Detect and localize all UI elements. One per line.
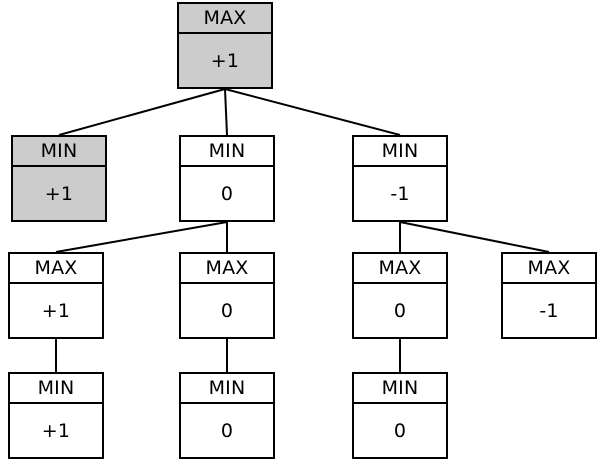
- node-player-label: MIN: [354, 374, 446, 404]
- tree-edge: [224, 88, 401, 136]
- tree-node-n4[interactable]: MAX +1: [8, 252, 104, 339]
- node-player-label: MAX: [181, 254, 273, 284]
- tree-node-n3[interactable]: MIN -1: [352, 135, 448, 222]
- tree-edge: [55, 221, 228, 253]
- node-value-label: +1: [41, 419, 71, 442]
- tree-edge: [399, 221, 550, 253]
- tree-node-n8[interactable]: MIN +1: [8, 372, 104, 459]
- node-value-label: 0: [393, 419, 407, 442]
- node-value-label: 0: [220, 182, 234, 205]
- node-player-label: MIN: [354, 137, 446, 167]
- tree-edge: [224, 88, 228, 136]
- tree-node-n1[interactable]: MIN +1: [11, 135, 107, 222]
- node-value-label: -1: [390, 182, 410, 205]
- node-player-label: MAX: [354, 254, 446, 284]
- node-player-label: MIN: [13, 137, 105, 167]
- node-value-label: 0: [220, 299, 234, 322]
- node-value-label: 0: [220, 419, 234, 442]
- tree-node-n9[interactable]: MIN 0: [179, 372, 275, 459]
- tree-edge: [58, 88, 226, 136]
- node-value-label: +1: [44, 182, 74, 205]
- node-player-label: MIN: [181, 137, 273, 167]
- node-value-label: 0: [393, 299, 407, 322]
- tree-node-n10[interactable]: MIN 0: [352, 372, 448, 459]
- node-player-label: MAX: [503, 254, 595, 284]
- node-value-label: +1: [210, 49, 240, 72]
- node-value-label: -1: [539, 299, 559, 322]
- tree-node-n2[interactable]: MIN 0: [179, 135, 275, 222]
- node-value-label: +1: [41, 299, 71, 322]
- tree-node-n0[interactable]: MAX +1: [177, 2, 273, 89]
- tree-node-n5[interactable]: MAX 0: [179, 252, 275, 339]
- node-player-label: MIN: [10, 374, 102, 404]
- tree-node-n7[interactable]: MAX -1: [501, 252, 597, 339]
- node-player-label: MIN: [181, 374, 273, 404]
- tree-node-n6[interactable]: MAX 0: [352, 252, 448, 339]
- node-player-label: MAX: [10, 254, 102, 284]
- node-player-label: MAX: [179, 4, 271, 34]
